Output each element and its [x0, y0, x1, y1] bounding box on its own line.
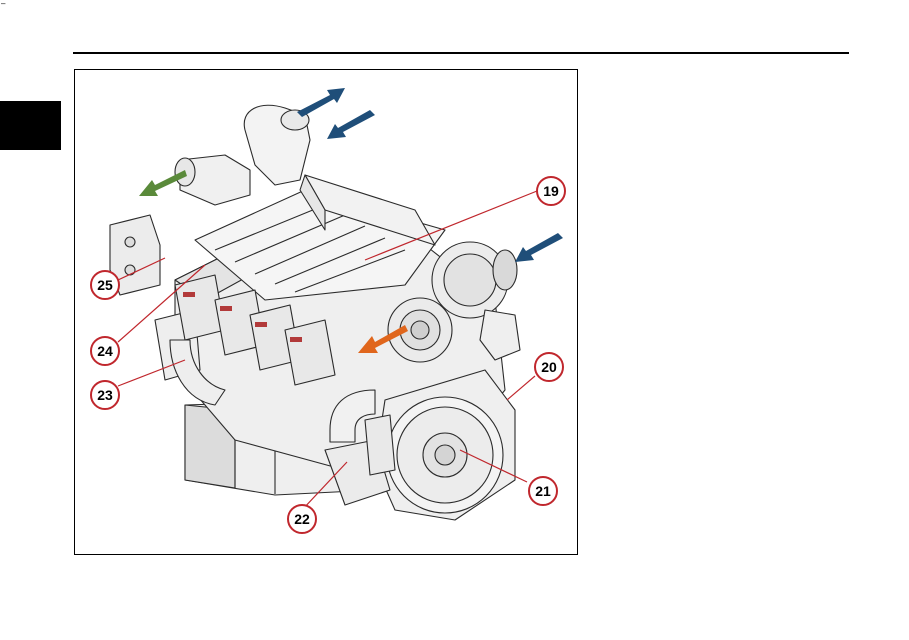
engine-illustration: 19 20 21 22 23 24: [90, 88, 566, 534]
callout-20: 20: [534, 352, 564, 382]
callout-22-label: 22: [294, 511, 310, 527]
callout-23: 23: [90, 380, 120, 410]
air-inlet-arrow: [327, 110, 375, 139]
chapter-tab: [0, 101, 61, 150]
callout-23-label: 23: [97, 387, 113, 403]
thermostat-housing: [109, 214, 161, 296]
page-corner-mark: –: [1, 0, 6, 8]
callout-25: 25: [90, 270, 120, 300]
exhaust-arrow: [358, 325, 408, 353]
flow-arrows: [139, 88, 563, 353]
callout-24: 24: [90, 336, 120, 366]
exhaust-manifolds: [174, 274, 336, 386]
callouts: 19 20 21 22 23 24: [90, 176, 566, 534]
exhaust-pipe: [329, 389, 376, 443]
callout-21: 21: [528, 476, 558, 506]
air-outlet-arrow: [297, 88, 345, 117]
callout-19: 19: [536, 176, 566, 206]
callout-24-label: 24: [97, 343, 113, 359]
engine-figure: 19 20 21 22 23 24: [74, 69, 578, 555]
coolant-outlet-arrow: [139, 170, 187, 196]
turbo-inlet-arrow: [515, 233, 563, 262]
coolant-pipe: [179, 154, 251, 206]
callout-25-label: 25: [97, 277, 113, 293]
callout-21-label: 21: [535, 483, 551, 499]
callout-22: 22: [287, 504, 317, 534]
leader-lines: [117, 190, 538, 511]
header-rule: [73, 52, 849, 54]
callout-20-label: 20: [541, 359, 557, 375]
callout-19-label: 19: [543, 183, 559, 199]
